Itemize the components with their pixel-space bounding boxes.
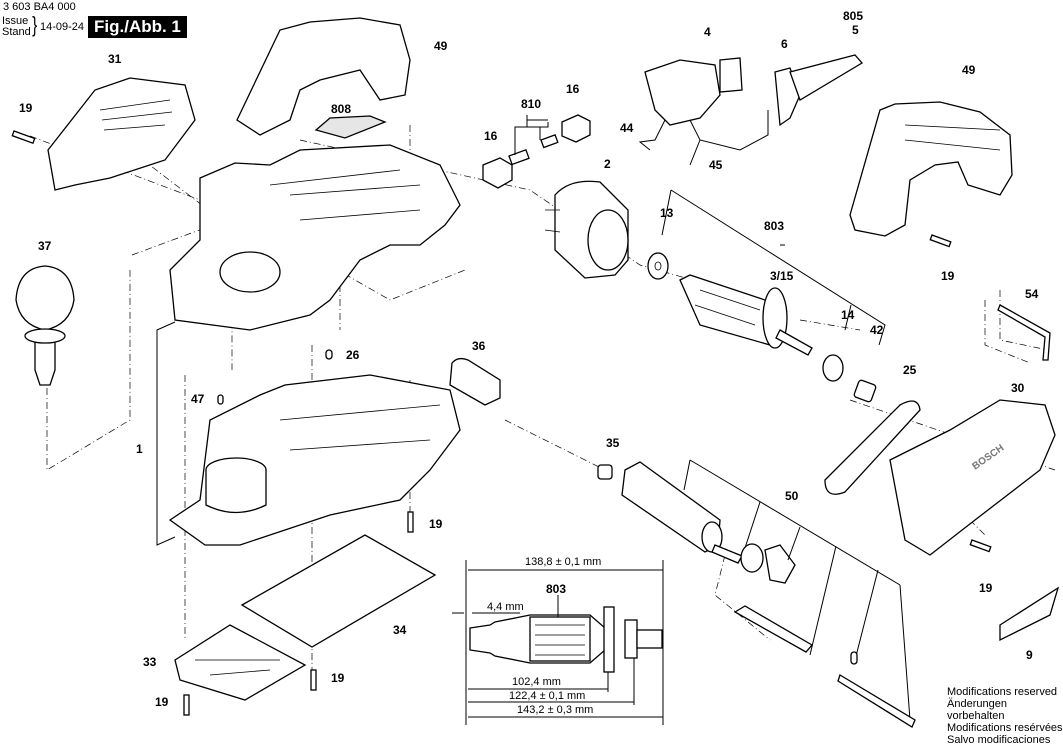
- part-4-switch-assembly: [638, 54, 864, 166]
- label-part-49-b: 49: [962, 63, 976, 77]
- label-part-3-15: 3/15: [770, 269, 794, 283]
- label-part-13: 13: [660, 206, 674, 220]
- label-part-35: 35: [606, 436, 620, 450]
- part-1-upper-housing: [169, 144, 461, 331]
- label-part-1: 1: [136, 442, 143, 456]
- part-37-knob: [15, 265, 75, 331]
- label-part-803-a: 803: [764, 219, 785, 233]
- dim-overall-top: 138,8 ± 0,1 mm: [525, 556, 602, 568]
- label-part-19-f: 19: [979, 581, 993, 595]
- label-part-9: 9: [1026, 648, 1033, 662]
- label-part-34: 34: [393, 623, 407, 637]
- part-33-base-plate: [174, 624, 307, 701]
- bracket-1: [156, 321, 176, 546]
- nozzle-opening: [219, 251, 281, 293]
- part-42-pulley: [853, 379, 877, 403]
- label-part-50: 50: [785, 489, 799, 503]
- label-part-49-a: 49: [434, 39, 448, 53]
- part-19-screw-f: [969, 539, 992, 553]
- brace-glyph: }: [32, 12, 38, 37]
- label-part-14: 14: [841, 308, 855, 322]
- label-part-808: 808: [331, 102, 352, 116]
- label-part-810: 810: [521, 97, 542, 111]
- label-part-47: 47: [191, 392, 205, 406]
- part-35-needle-bearing: [597, 464, 613, 480]
- blade-strip: [837, 674, 916, 728]
- part-47-pin: [217, 394, 224, 405]
- part-54-hex-key: [997, 304, 1051, 361]
- label-part-33: 33: [143, 655, 157, 669]
- figure-label: Fig./Abb. 1: [88, 16, 187, 38]
- part-13-washer: [647, 252, 669, 280]
- part-808-label: [314, 115, 387, 139]
- part-19-screw-a: [11, 130, 36, 145]
- issue-label: Issue Stand: [2, 15, 31, 38]
- blade-holder: [733, 605, 814, 653]
- label-part-5: 5: [852, 23, 859, 37]
- label-part-803-b: 803: [546, 582, 567, 596]
- notice-line-fr: Modifications resérvées: [947, 722, 1063, 734]
- label-part-45: 45: [709, 158, 723, 172]
- part-34-sole-plate: [240, 534, 437, 648]
- dim-offset: 4,4 mm: [487, 601, 524, 613]
- part-3-armature: [679, 274, 813, 356]
- locating-pin: [850, 651, 858, 665]
- part-26-pin: [325, 349, 333, 360]
- label-part-44: 44: [620, 121, 634, 135]
- label-part-19-b: 19: [941, 269, 955, 283]
- part-19-screw-b: [929, 234, 952, 248]
- bracket-50: [683, 459, 911, 721]
- part-49-handle: [849, 101, 1013, 237]
- part-50-pulley: [764, 544, 796, 584]
- armature-dimension-drawing: [452, 560, 664, 725]
- part-19-screw-d: [310, 669, 317, 691]
- label-part-16-a: 16: [484, 129, 498, 143]
- dim-length-a: 102,4 mm: [512, 676, 561, 688]
- label-part-37: 37: [38, 239, 52, 253]
- bracket-803: [661, 189, 886, 346]
- label-part-4: 4: [704, 25, 711, 39]
- part-49-handle-half: [236, 17, 411, 136]
- label-part-805: 805: [843, 9, 864, 23]
- label-part-16-b: 16: [566, 82, 580, 96]
- label-part-26: 26: [346, 348, 360, 362]
- part-16-brush-holder-b: [561, 114, 591, 143]
- label-part-25: 25: [903, 363, 917, 377]
- part-36-latch: [449, 357, 501, 406]
- part-5-cable: [789, 54, 864, 101]
- label-part-30: 30: [1011, 381, 1025, 395]
- label-part-19-d: 19: [331, 671, 345, 685]
- part-31-cover: [47, 77, 196, 191]
- part-14-washer: [822, 354, 844, 382]
- part-16-brush-holder-a: [482, 157, 513, 189]
- notice-line-es: Salvo modificaciones: [947, 734, 1051, 746]
- part-30-belt-cover: [889, 399, 1056, 556]
- label-part-6: 6: [781, 37, 788, 51]
- part-19-screw-e: [183, 694, 190, 716]
- dim-length-c: 143,2 ± 0,3 mm: [517, 704, 594, 716]
- part-25-drive-belt: [824, 400, 921, 495]
- part-1-lower-housing: [168, 374, 461, 546]
- notice-line-de: Änderungen vorbehalten: [947, 698, 1007, 722]
- part-50-bearing: [740, 543, 764, 573]
- label-part-31: 31: [108, 52, 122, 66]
- dim-length-b: 122,4 ± 0,1 mm: [509, 690, 586, 702]
- part-9-blade: [999, 586, 1060, 642]
- notice-line-en: Modifications reserved: [947, 686, 1058, 698]
- label-part-19-a: 19: [19, 101, 33, 115]
- label-part-54: 54: [1025, 287, 1039, 301]
- part-19-screw-c: [407, 511, 414, 533]
- modifications-notice: Modifications reserved Änderungen vorbeh…: [947, 686, 1063, 746]
- label-part-42: 42: [870, 323, 884, 337]
- issue-date: 14-09-24: [40, 21, 85, 33]
- label-part-36: 36: [472, 339, 486, 353]
- label-part-19-e: 19: [155, 695, 169, 709]
- label-part-19-c: 19: [429, 517, 443, 531]
- document-number: 3 603 BA4 000: [3, 1, 76, 13]
- part-810-brush-b: [540, 134, 559, 149]
- label-part-2: 2: [604, 157, 611, 171]
- part-810-brush-a: [508, 149, 530, 166]
